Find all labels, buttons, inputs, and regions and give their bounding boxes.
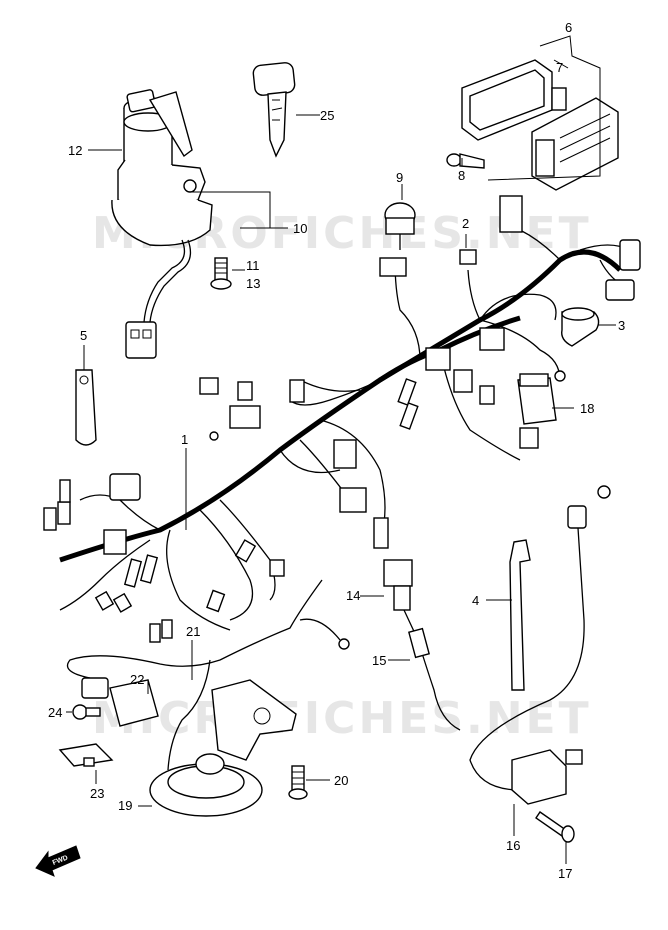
ignition-switch <box>111 89 213 359</box>
callout-12: 12 <box>68 143 82 158</box>
callout-15: 15 <box>372 653 386 668</box>
igniter-unit <box>461 59 619 191</box>
bolt-20 <box>288 765 308 800</box>
callout-2: 2 <box>462 216 469 231</box>
fuse-2 <box>459 249 477 265</box>
cable-tie-4 <box>509 539 531 691</box>
callout-18: 18 <box>580 401 594 416</box>
cap-3 <box>561 307 600 347</box>
watermark-bottom: MICROFICHES.NET <box>92 693 592 744</box>
callout-11: 11 <box>246 258 260 273</box>
callout-23: 23 <box>90 786 104 801</box>
callout-24: 24 <box>48 705 62 720</box>
callout-6: 6 <box>565 20 572 35</box>
callout-5: 5 <box>80 328 87 343</box>
callout-3: 3 <box>618 318 625 333</box>
fwd-arrow-icon: FWD <box>35 845 81 877</box>
callout-16: 16 <box>506 838 520 853</box>
callout-10: 10 <box>293 221 307 236</box>
callout-25: 25 <box>320 108 334 123</box>
leader-lines <box>66 35 616 864</box>
callout-7: 7 <box>556 60 563 75</box>
stop-switch <box>469 485 611 805</box>
horn-lead-21 <box>66 579 350 771</box>
screw-17 <box>535 811 575 843</box>
screw-8 <box>446 153 485 169</box>
key <box>252 62 296 158</box>
callout-19: 19 <box>118 798 132 813</box>
callout-1: 1 <box>181 432 188 447</box>
harness-connectors <box>43 195 641 613</box>
screw-11-13 <box>210 257 232 290</box>
relay-22 <box>81 677 159 727</box>
clamp-5 <box>75 369 97 446</box>
callout-9: 9 <box>396 170 403 185</box>
neutral-switch <box>373 517 461 731</box>
relay-18 <box>517 373 557 425</box>
callout-20: 20 <box>334 773 348 788</box>
relay-9 <box>384 202 416 250</box>
callout-8: 8 <box>458 168 465 183</box>
bracket-23 <box>58 743 114 767</box>
screw-24 <box>72 704 101 720</box>
callout-13: 13 <box>246 276 260 291</box>
callout-21: 21 <box>186 624 200 639</box>
callout-17: 17 <box>558 866 572 881</box>
callout-22: 22 <box>130 672 144 687</box>
horn <box>149 679 297 817</box>
callout-14: 14 <box>346 588 360 603</box>
callout-labels: 1 2 3 4 5 6 7 8 9 10 11 12 13 14 15 16 1… <box>48 20 625 881</box>
callout-4: 4 <box>472 593 479 608</box>
